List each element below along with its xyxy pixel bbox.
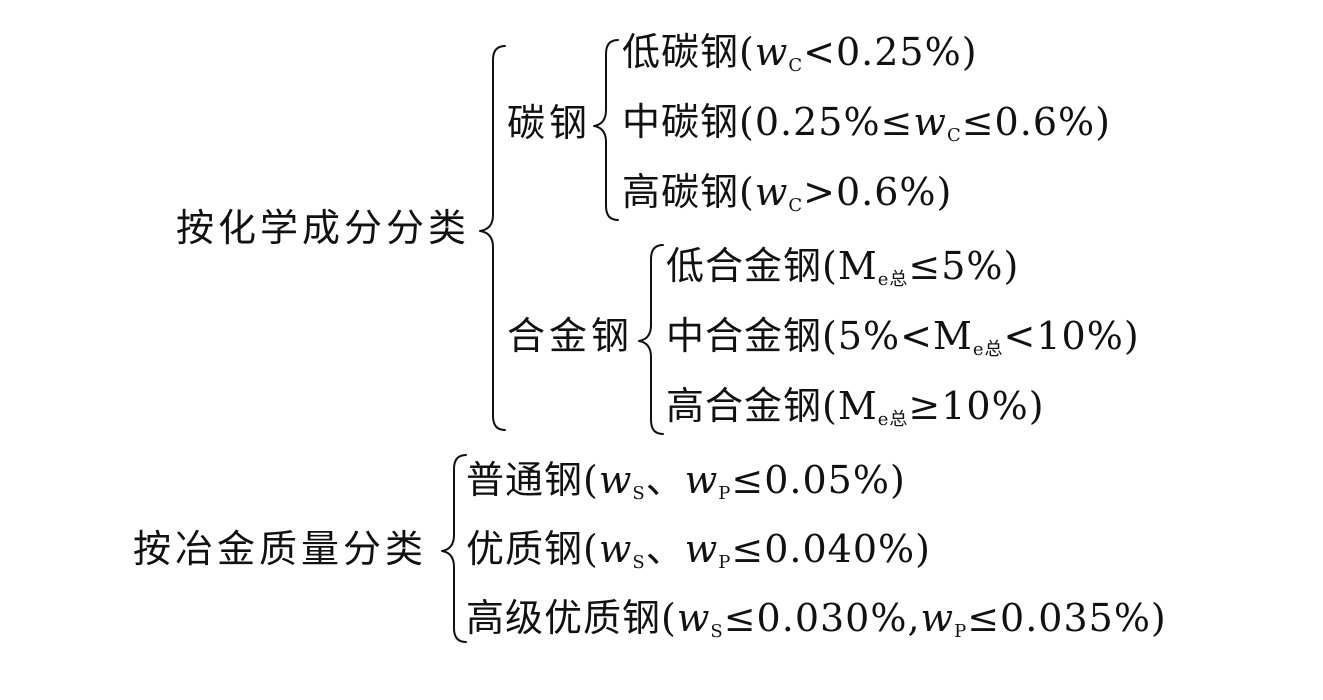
brace-quality xyxy=(441,454,467,643)
item-quality-steel: 优质钢(wS、wP≤0.040%) xyxy=(466,527,931,573)
brace-alloy-steel xyxy=(638,244,664,435)
item-high-carbon-steel: 高碳钢(wC>0.6%) xyxy=(622,170,953,216)
item-ordinary-steel: 普通钢(wS、wP≤0.05%) xyxy=(466,458,906,504)
item-medium-carbon-steel: 中碳钢(0.25%≤wC≤0.6%) xyxy=(622,100,1111,146)
brace-carbon-steel xyxy=(593,39,619,221)
item-high-quality-steel: 高级优质钢(wS≤0.030%,wP≤0.035%) xyxy=(466,596,1167,642)
label-by-chemical: 按化学成分分类 xyxy=(176,206,471,250)
label-carbon-steel: 碳钢 xyxy=(507,101,592,145)
label-alloy-steel: 合金钢 xyxy=(507,314,634,358)
item-low-carbon-steel: 低碳钢(wC<0.25%) xyxy=(622,30,978,76)
brace-chemical xyxy=(479,45,506,431)
item-low-alloy-steel: 低合金钢(Me总≤5%) xyxy=(666,244,1020,290)
item-high-alloy-steel: 高合金钢(Me总≥10%) xyxy=(666,384,1045,430)
item-medium-alloy-steel: 中合金钢(5%<Me总<10%) xyxy=(666,314,1140,360)
label-by-quality: 按冶金质量分类 xyxy=(133,527,428,571)
